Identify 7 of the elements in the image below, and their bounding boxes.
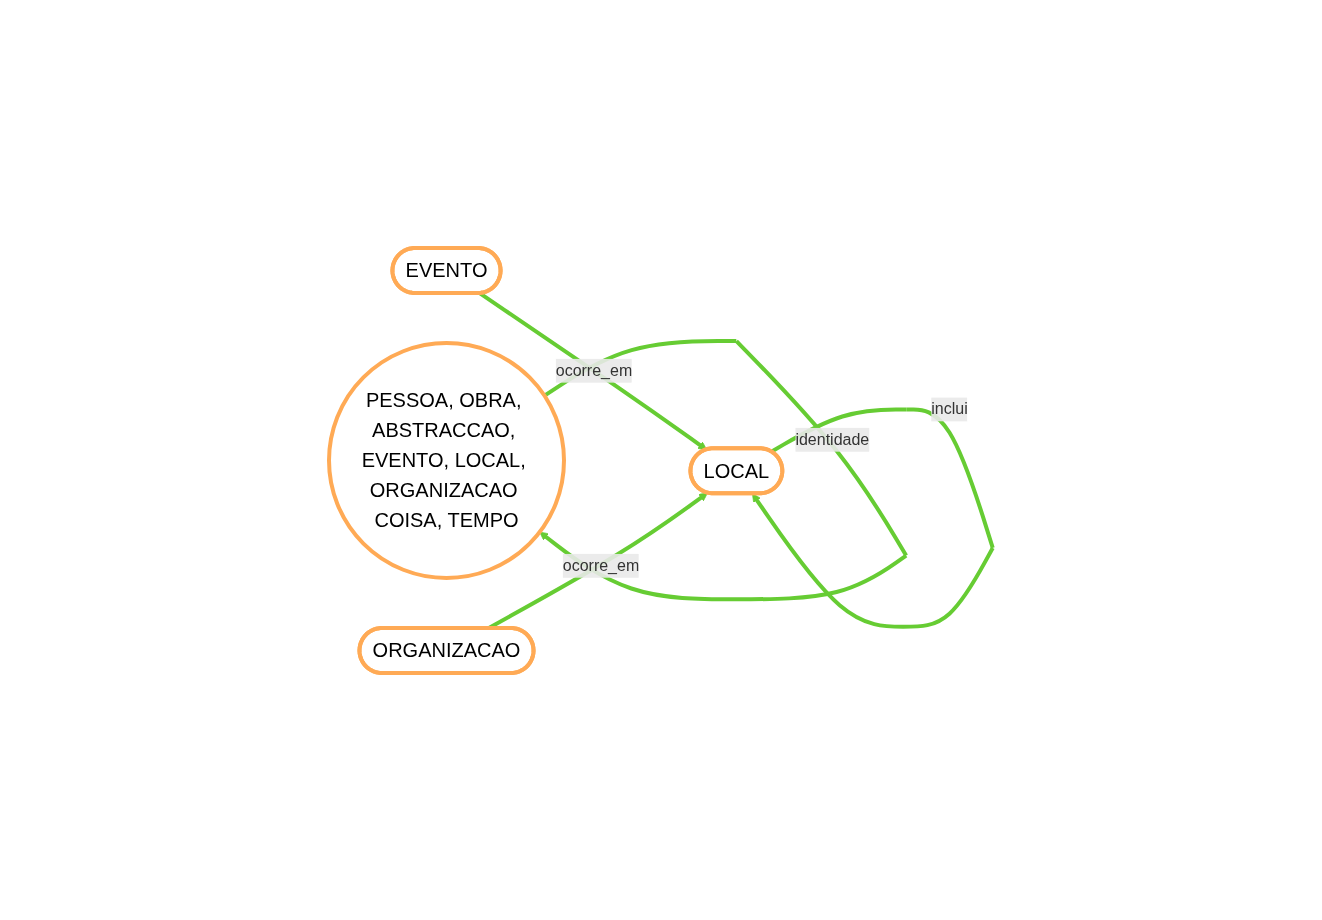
arrow (539, 338, 908, 601)
edge-label: inclui (931, 399, 968, 417)
arrow (479, 291, 708, 450)
edge-label: ocorre_em (555, 361, 633, 379)
arrow (752, 406, 995, 629)
edge-label: identidade (795, 430, 870, 448)
edge-label: ocorre_em (562, 556, 640, 574)
